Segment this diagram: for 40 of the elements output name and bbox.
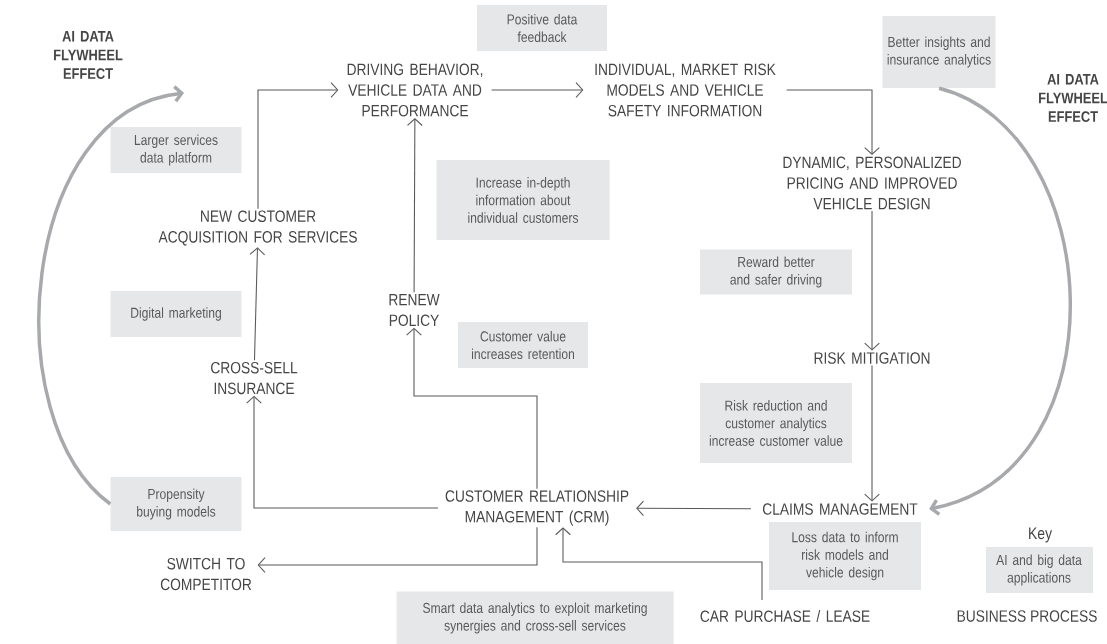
arrow <box>249 247 266 361</box>
arrow <box>864 210 880 351</box>
process-label: DYNAMIC, PERSONALIZED PRICING AND IMPROVED VEHICLE DESIGN <box>783 156 961 210</box>
annotation-box: Positive data feedback <box>477 5 607 51</box>
arrow <box>636 500 752 517</box>
flywheel-label: AI DATA FLYWHEEL EFFECT <box>1039 74 1107 122</box>
flywheel-label: AI DATA FLYWHEEL EFFECT <box>54 31 123 79</box>
annotation-box: Propensity buying models <box>110 477 242 531</box>
annotation-box: Better insights and insurance analytics <box>882 16 996 88</box>
process-label: DRIVING BEHAVIOR, VEHICLE DATA AND PERFORMANCE <box>347 63 483 117</box>
arrow <box>406 118 423 293</box>
arrow <box>37 85 184 506</box>
annotation-box: Loss data to inform risk models and vehicle design <box>769 522 921 590</box>
arrow <box>491 82 584 98</box>
process-label: CUSTOMER RELATIONSHIP MANAGEMENT (CRM) <box>445 490 629 526</box>
arrow <box>246 395 439 509</box>
arrow <box>406 327 538 490</box>
process-label: CROSS-SELL INSURANCE <box>211 361 298 395</box>
process-label: CLAIMS MANAGEMENT <box>762 503 918 515</box>
arrow <box>929 86 1072 516</box>
annotation-box: Digital marketing <box>110 291 242 337</box>
key-heading: Key <box>1029 527 1053 543</box>
arrow <box>257 82 339 210</box>
arrow <box>786 89 880 155</box>
arrow <box>864 364 880 502</box>
process-label: SWITCH TO COMPETITOR <box>160 557 252 591</box>
process-label: NEW CUSTOMER ACQUISITION FOR SERVICES <box>158 210 357 246</box>
arrow <box>257 526 538 573</box>
annotation-box: Increase in-depth information about individual customers <box>436 160 610 240</box>
process-label: INDIVIDUAL, MARKET RISK MODELS AND VEHICLE SAFETY INFORMATION <box>595 63 776 117</box>
annotation-box: Reward better and safer driving <box>700 249 852 295</box>
legend-text: BUSINESS PROCESS <box>957 610 1097 622</box>
arrow <box>555 527 763 601</box>
annotation-box: Smart data analytics to exploit marketing synergies and cross-sell services <box>396 591 674 644</box>
process-label: RISK MITIGATION <box>814 352 930 364</box>
annotation-box: Risk reduction and customer analytics increase customer value <box>700 383 852 463</box>
annotation-box: Larger services data platform <box>110 127 242 173</box>
process-label: CAR PURCHASE / LEASE <box>700 610 870 623</box>
annotation-box: Customer value increases retention <box>458 322 588 368</box>
process-label: RENEW POLICY <box>389 293 440 327</box>
